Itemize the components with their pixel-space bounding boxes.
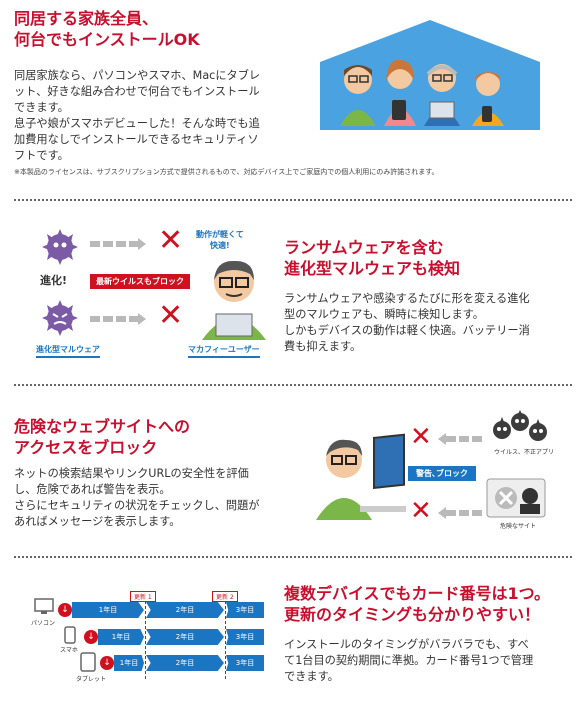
- year-bar: 3年目: [226, 602, 264, 618]
- section4-heading: 複数デバイスでもカード番号は1つ。 更新のタイミングも分かりやすい！: [284, 583, 550, 625]
- pc-icon: [34, 598, 54, 614]
- blocked-arrow-head: [438, 433, 446, 445]
- mcafee-user-illustration: [202, 260, 266, 340]
- section3-body-line: さらにセキュリティの状況をチェックし、問題が: [14, 499, 260, 512]
- section2-body: ランサムウェアや感染するたびに形を変える進化 型のマルウェアも、瞬時に検知します…: [284, 291, 576, 355]
- blocked-arrow: [446, 436, 482, 442]
- family-member-son: [472, 72, 504, 126]
- section2-heading-line2: 進化型マルウェアも検知: [284, 259, 461, 278]
- block-latest-virus-badge: 最新ウイルスもブロック: [90, 274, 190, 289]
- evolved-malware-caption: 進化型マルウェア: [36, 344, 100, 358]
- divider: [14, 556, 572, 558]
- year-bar: 2年目: [146, 655, 224, 671]
- section4-body-line: できます。: [284, 670, 339, 683]
- virus-caption: ウイルス、不正アプリ: [494, 449, 555, 456]
- attack-arrow-head: [138, 313, 146, 325]
- device-label: パソコン: [31, 620, 56, 627]
- device-label: スマホ: [60, 647, 78, 654]
- section4-heading-line2: 更新のタイミングも分かりやすい！: [284, 605, 541, 624]
- section1-heading-line2: 何台でもインストールOK: [14, 30, 200, 49]
- section2-body-line: 型のマルウェアも、瞬時に検知します。: [284, 308, 484, 321]
- tablet-icon: [80, 652, 96, 672]
- blocked-arrow-head: [438, 507, 446, 519]
- smartphone-icon: [64, 626, 76, 644]
- section1-heading-line1: 同居する家族全員、: [14, 9, 159, 28]
- family-member-mother: [384, 59, 416, 126]
- dangerous-site-caption: 危険なサイト: [500, 523, 537, 530]
- family-member-grandfather: [424, 64, 460, 126]
- section1-body-line: ット、好きな組み合わせで何台でもインストール: [14, 85, 260, 98]
- section2-body-line: 費も抑えます。: [284, 340, 362, 353]
- section3-body-line: し、危険であれば警告を表示。: [14, 483, 171, 496]
- evolve-label: 進化!: [40, 274, 68, 287]
- speech-bubble-line1: 動作が軽くて: [196, 230, 244, 239]
- install-marker: ↓: [84, 630, 98, 644]
- install-marker: ↓: [100, 656, 114, 670]
- year-bar: 1年目: [72, 602, 144, 618]
- year-bar: 1年目: [114, 655, 144, 671]
- divider: [14, 199, 572, 201]
- year-bar: 3年目: [226, 655, 264, 671]
- section2-body-line: しかもデバイスの動作は軽く快適。バッテリー消: [284, 324, 530, 337]
- mcafee-user-caption: マカフィーユーザー: [188, 344, 260, 358]
- speech-bubble-line2: 快適!: [210, 241, 230, 250]
- update-2-label: 更新 2: [212, 591, 238, 602]
- block-x-icon: ✕: [410, 496, 432, 526]
- attack-arrow: [90, 316, 139, 322]
- block-x-icon: ✕: [410, 422, 432, 452]
- warning-block-badge: 警告､ブロック: [408, 466, 476, 481]
- attack-arrow: [90, 241, 139, 247]
- section1-license-note: ※本製品のライセンスは、サブスクリプション方式で提供されるもので、対応デバイス上…: [14, 168, 439, 176]
- section1-body-line: 同居家族なら、パソコンやスマホ、Macにタブレ: [14, 69, 261, 82]
- update-1-label: 更新 1: [130, 591, 156, 602]
- section4-body: インストールのタイミングがバラバラでも、すべ て1台目の契約期間に準拠。カード番…: [284, 637, 576, 685]
- malware-virus-icon: [42, 229, 78, 265]
- section4-body-line: て1台目の契約期間に準拠。カード番号1つで管理: [284, 654, 534, 667]
- year-bar: 2年目: [146, 629, 224, 645]
- install-marker: ↓: [58, 603, 72, 617]
- section1-body-line: できます。: [14, 101, 69, 114]
- year-bar: 1年目: [98, 629, 144, 645]
- section1-body-line: フトです。: [14, 149, 69, 162]
- section3-heading: 危険なウェブサイトへの アクセスをブロック: [14, 416, 190, 458]
- divider: [14, 384, 572, 386]
- year-bar: 3年目: [226, 629, 264, 645]
- pc-user-illustration: [316, 433, 406, 520]
- section1-heading: 同居する家族全員、 何台でもインストールOK: [14, 8, 200, 50]
- virus-group-icon: [493, 410, 547, 441]
- evolved-malware-icon: [42, 300, 78, 336]
- section3-body: ネットの検索結果やリンクURLの安全性を評価 し、危険であれば警告を表示。 さら…: [14, 466, 304, 530]
- block-x-icon: ✕: [158, 223, 184, 258]
- section3-body-line: あればメッセージを表示します。: [14, 515, 181, 528]
- blocked-arrow: [446, 510, 482, 516]
- update-2-line: [225, 601, 226, 679]
- update-1-line: [145, 601, 146, 679]
- section3-body-line: ネットの検索結果やリンクURLの安全性を評価: [14, 467, 249, 480]
- family-house-illustration: [320, 20, 540, 130]
- section4-heading-line1: 複数デバイスでもカード番号は1つ。: [284, 584, 551, 603]
- family-member-father: [340, 65, 376, 126]
- block-x-icon: ✕: [158, 298, 184, 333]
- device-label: タブレット: [76, 676, 107, 683]
- attack-arrow-head: [138, 238, 146, 250]
- dangerous-site-icon: [486, 478, 546, 518]
- section4-body-line: インストールのタイミングがバラバラでも、すべ: [284, 638, 529, 651]
- speech-bubble: 動作が軽くて 快適!: [196, 229, 244, 251]
- section1-body-line: 加費用なしでインストールできるセキュリティソ: [14, 133, 259, 146]
- section2-body-line: ランサムウェアや感染するたびに形を変える進化: [284, 292, 530, 305]
- year-bar: 2年目: [146, 602, 224, 618]
- section1-body-line: 息子や娘がスマホデビューした！そんな時でも追: [14, 117, 260, 130]
- section3-heading-line2: アクセスをブロック: [14, 438, 158, 457]
- section1-body: 同居家族なら、パソコンやスマホ、Macにタブレ ット、好きな組み合わせで何台でも…: [14, 68, 304, 164]
- section2-heading: ランサムウェアを含む 進化型マルウェアも検知: [284, 237, 460, 279]
- section2-heading-line1: ランサムウェアを含む: [284, 238, 444, 257]
- section3-heading-line1: 危険なウェブサイトへの: [14, 417, 191, 436]
